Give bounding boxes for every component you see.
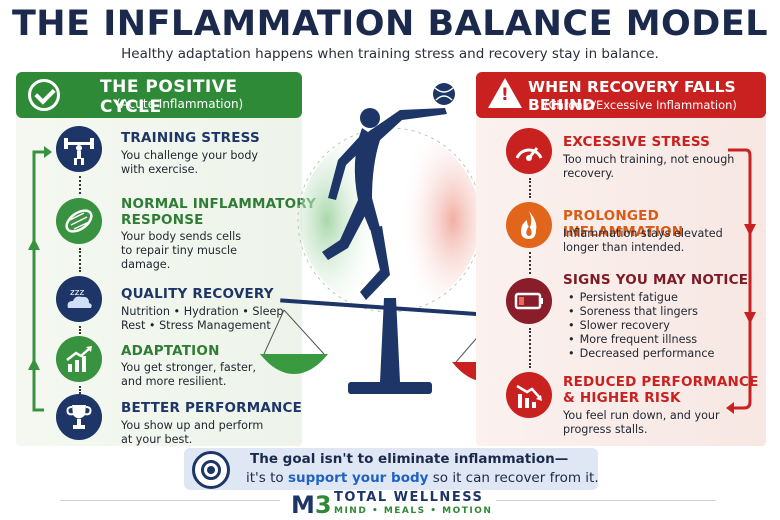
svg-text:zzz: zzz <box>70 288 84 298</box>
trophy-icon <box>56 394 102 440</box>
positive-cycle-title: THE POSITIVE CYCLE <box>100 77 238 117</box>
list-item: Persistent fatigue <box>568 291 714 305</box>
flame-icon <box>506 202 552 248</box>
page-title: THE INFLAMMATION BALANCE MODEL <box>11 4 769 44</box>
goal-line-1: The goal isn't to eliminate inflammation… <box>250 451 569 467</box>
step-text: Your body sends cells <box>121 230 242 243</box>
step-text: damage. <box>121 258 171 271</box>
list-item: Soreness that lingers <box>568 305 714 319</box>
page-subtitle: Healthy adaptation happens when training… <box>121 46 659 62</box>
step-text: progress stalls. <box>563 423 648 436</box>
goal-highlight: support your body <box>287 470 429 486</box>
step-title-better-performance: BETTER PERFORMANCE <box>121 400 303 416</box>
step-text: Rest • Stress Management <box>121 319 271 332</box>
brand-tagline: MIND • MEALS • MOTION <box>334 506 493 516</box>
muscle-fiber-icon <box>56 198 102 244</box>
step-text: You get stronger, faster, <box>121 361 257 374</box>
connector-dots <box>79 386 81 394</box>
divider <box>496 500 716 501</box>
step-text: You show up and perform <box>121 419 264 432</box>
step-text: at your best. <box>121 433 193 446</box>
connector-dots <box>79 176 81 194</box>
step-text: You challenge your body <box>121 149 259 162</box>
decline-arrow-icon <box>726 148 756 414</box>
step-text: to repair tiny muscle <box>121 244 237 257</box>
step-title-quality-recovery: QUALITY RECOVERY <box>121 286 274 302</box>
symptom-list: Persistent fatigue Soreness that lingers… <box>568 291 715 361</box>
brand-name: TOTAL WELLNESS <box>334 490 484 505</box>
list-item: Decreased performance <box>568 347 715 361</box>
step-title-signs-you-may-notice: SIGNS YOU MAY NOTICE <box>563 272 749 288</box>
list-item: Slower recovery <box>568 319 714 333</box>
step-title-adaptation: ADAPTATION <box>121 343 220 359</box>
step-text: and more resilient. <box>121 375 227 388</box>
target-icon <box>192 451 230 489</box>
step-text: with exercise. <box>121 163 199 176</box>
weightlifter-icon <box>56 126 102 172</box>
recovery-behind-title: WHEN RECOVERY FALLS BEHIND <box>528 78 736 114</box>
connector-dots <box>79 248 81 272</box>
positive-cycle-header: THE POSITIVE CYCLE (Acute Inflammation) <box>16 72 302 118</box>
sleep-cloud-icon: zzz <box>56 276 102 322</box>
recovery-behind-subtitle: (Chronic/Excessive Inflammation) <box>544 98 737 112</box>
goal-line-2: it's to support your body so it can reco… <box>246 470 599 486</box>
step-text: Inflammation stays elevated <box>563 227 723 240</box>
recovery-behind-header: ! WHEN RECOVERY FALLS BEHIND (Chronic/Ex… <box>476 72 766 118</box>
step-title-response: RESPONSE <box>121 212 204 228</box>
goal-banner <box>184 448 598 490</box>
brand-logo: M3 <box>291 491 332 519</box>
step-title-excessive-stress: EXCESSIVE STRESS <box>563 134 711 150</box>
step-text: recovery. <box>563 167 614 180</box>
athlete-scale-illustration <box>260 83 522 394</box>
step-text: Nutrition • Hydration • Sleep <box>121 305 284 318</box>
step-title-reduced-performance: REDUCED PERFORMANCE <box>563 374 759 390</box>
checkmark-icon <box>28 79 60 111</box>
step-title-higher-risk: & HIGHER RISK <box>563 390 681 406</box>
declining-chart-icon <box>506 372 552 418</box>
step-text: longer than intended. <box>563 241 685 254</box>
step-text: Too much training, not enough <box>563 153 735 166</box>
positive-cycle-subtitle: (Acute Inflammation) <box>116 97 244 111</box>
growth-chart-icon <box>56 336 102 382</box>
warning-icon <box>488 78 522 108</box>
cycle-arrow-icon <box>28 146 52 412</box>
divider <box>60 500 280 501</box>
connector-dots <box>79 326 81 334</box>
connector-dots <box>529 328 531 368</box>
connector-dots <box>529 178 531 198</box>
step-title-training-stress: TRAINING STRESS <box>121 130 260 146</box>
connector-dots <box>529 252 531 274</box>
low-battery-icon <box>506 278 552 324</box>
step-title-prolonged-inflammation: PROLONGED INFLAMMATION <box>563 208 684 240</box>
step-title-normal-inflammatory: NORMAL INFLAMMATORY <box>121 196 317 212</box>
speedometer-icon <box>506 128 552 174</box>
step-text: You feel run down, and your <box>563 409 720 422</box>
list-item: More frequent illness <box>568 333 714 347</box>
